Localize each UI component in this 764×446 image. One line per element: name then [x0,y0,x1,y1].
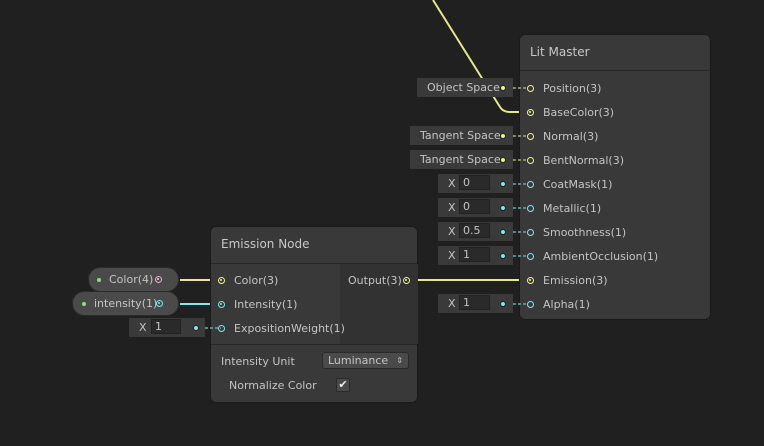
port-label: BentNormal(3) [543,154,624,167]
value-field[interactable]: 1 [459,247,490,262]
space-label: Object Space [427,81,500,94]
ambient-occlusion-value-input[interactable]: X 1 [438,246,513,265]
port-label: Emission(3) [543,274,608,287]
axis-label: X [448,177,456,190]
property-label: intensity(1) [94,297,158,310]
updown-arrow-icon: ⇕ [396,356,403,365]
normalize-color-label: Normalize Color [229,379,317,392]
input-port-ambient-occlusion[interactable] [527,253,534,260]
divider [211,263,417,264]
input-port-coat-mask[interactable] [527,181,534,188]
output-port[interactable] [156,300,163,307]
emission-node[interactable]: Emission Node Color(3) Intensity(1) Expo… [210,226,418,403]
connector-dot [500,205,506,211]
port-label: Color(3) [234,274,279,287]
port-label: Alpha(1) [543,298,590,311]
property-intensity[interactable]: intensity(1) [72,291,179,316]
connector-line [205,327,221,329]
smoothness-value-input[interactable]: X 0.5 [438,222,513,241]
port-label: BaseColor(3) [543,106,615,119]
dropdown-value: Luminance [328,354,389,367]
value-field[interactable]: 0 [459,175,490,190]
property-label: Color(4) [109,273,154,286]
axis-label: X [448,249,456,262]
output-label: Output(3) [348,274,402,287]
intensity-unit-label: Intensity Unit [221,355,295,368]
connector-line [513,303,527,305]
space-label: Tangent Space [420,129,501,142]
input-port-intensity[interactable] [218,301,225,308]
port-label: Normal(3) [543,130,599,143]
property-color[interactable]: Color(4) [88,267,179,292]
output-port[interactable] [155,276,162,283]
connector-dot [500,85,506,91]
normalize-color-checkbox[interactable]: ✔ [336,378,350,392]
divider [211,344,417,345]
port-label: Metallic(1) [543,202,602,215]
input-port-bent-normal[interactable] [527,157,534,164]
connector-line [513,231,527,233]
connector-dot [500,133,506,139]
value-field[interactable]: 0.5 [459,223,490,238]
normal-space-input[interactable]: Tangent Space [410,126,513,145]
connector-dot [193,325,199,331]
input-port-emission[interactable] [527,277,534,284]
exposed-dot-icon [82,302,86,306]
exposition-weight-input[interactable]: X 1 [129,318,205,337]
input-port-base-color[interactable] [527,109,534,116]
connector-line [513,207,527,209]
lit-master-node[interactable]: Lit Master Position(3) BaseColor(3) Norm… [519,34,711,320]
space-label: Tangent Space [420,153,501,166]
checkmark-icon: ✔ [338,378,348,391]
divider [520,70,710,71]
exposed-dot-icon [97,278,101,282]
connector-dot [500,157,506,163]
connector-line [513,135,527,137]
bent-normal-space-input[interactable]: Tangent Space [410,150,513,169]
connector-dot [500,301,506,307]
input-port-color[interactable] [218,277,225,284]
axis-label: X [448,297,456,310]
node-title: Lit Master [530,45,590,59]
value-field[interactable]: 1 [459,295,490,310]
connector-dot [500,253,506,259]
port-label: AmbientOcclusion(1) [543,250,659,263]
input-port-exposition-weight[interactable] [218,325,225,332]
connector-line [513,255,527,257]
connector-dot [500,229,506,235]
axis-label: X [448,225,456,238]
value-field[interactable]: 1 [151,319,181,334]
intensity-unit-dropdown[interactable]: Luminance ⇕ [322,352,409,369]
input-port-position[interactable] [527,85,534,92]
input-port-normal[interactable] [527,133,534,140]
connector-line [513,159,527,161]
port-label: Intensity(1) [234,298,298,311]
port-label: ExpositionWeight(1) [234,322,345,335]
coat-mask-value-input[interactable]: X 0 [438,174,513,193]
connector-line [513,183,527,185]
connector-dot [500,181,506,187]
input-port-metallic[interactable] [527,205,534,212]
position-space-input[interactable]: Object Space [417,78,513,97]
port-label: CoatMask(1) [543,178,613,191]
connector-line [513,87,527,89]
output-port[interactable] [403,277,410,284]
node-title: Emission Node [221,237,310,251]
wire-basecolor[interactable] [432,0,527,113]
axis-label: X [448,201,456,214]
axis-label: X [139,321,147,334]
input-port-smoothness[interactable] [527,229,534,236]
alpha-value-input[interactable]: X 1 [438,294,513,313]
metallic-value-input[interactable]: X 0 [438,198,513,217]
port-label: Position(3) [543,82,602,95]
value-field[interactable]: 0 [459,199,490,214]
input-port-alpha[interactable] [527,301,534,308]
port-label: Smoothness(1) [543,226,627,239]
